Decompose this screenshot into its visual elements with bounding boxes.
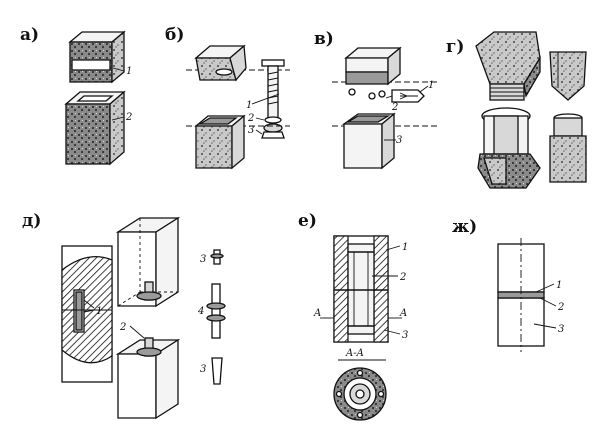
panel-a-callout-2: 2: [125, 112, 132, 123]
panel-d-callout-4: 4: [197, 306, 204, 317]
panel-d: д) 1 2: [22, 211, 226, 420]
panel-e-callout-3: 3: [402, 330, 408, 341]
panel-a-lower-block: [64, 90, 126, 166]
panel-e-cross-section: [333, 367, 387, 421]
panel-a-callout-1: 1: [126, 66, 132, 77]
panel-e-column-section: [333, 235, 389, 343]
panel-v-dowel: [391, 89, 425, 103]
panel-g-label: г): [446, 37, 464, 57]
panel-e-callout-1: 1: [402, 242, 408, 253]
panel-d-dowel-parts: [206, 249, 226, 385]
panel-e: е) A A 1 2 3 A-A: [298, 211, 408, 421]
panel-d-callout-1: 1: [96, 306, 102, 317]
panel-e-label: е): [298, 211, 317, 231]
panel-b-callout-1: 1: [246, 100, 252, 111]
panel-d-callout-3b: 3: [200, 364, 206, 375]
panel-g-right-lower: [549, 113, 587, 183]
panel-g-right-upper: [549, 51, 587, 101]
panel-b: б) 1 2: [165, 25, 290, 170]
panel-a-label: а): [20, 25, 39, 45]
panel-g-upper-column: [475, 31, 541, 101]
panel-v-callout-1: 1: [428, 80, 434, 91]
panel-v-upper-block: [344, 46, 402, 100]
panel-d-label: д): [22, 211, 41, 231]
panel-e-section-title: A-A: [345, 348, 364, 359]
panel-b-upper-block: [194, 44, 247, 82]
panel-d-lower-block: [115, 337, 181, 420]
panel-zh-column: [497, 238, 545, 352]
panel-b-callout-3: 3: [248, 125, 254, 136]
panel-d-upper-block: [115, 216, 181, 308]
panel-zh: ж) 1 2 3: [452, 217, 564, 352]
panel-v-callout-3: 3: [396, 135, 402, 146]
panel-b-callout-2: 2: [247, 113, 254, 124]
panel-e-section-mark-right: A: [399, 308, 407, 319]
panel-v: в) 1 2 3: [314, 29, 440, 170]
panel-b-lower-block: [194, 114, 246, 170]
panel-a-leader-2: [111, 116, 125, 121]
panel-g-lower-column: [477, 107, 541, 189]
panel-g: г): [446, 31, 587, 189]
panel-zh-label: ж): [452, 217, 477, 237]
panel-b-bolt: [261, 59, 285, 139]
panel-d-callout-2: 2: [119, 322, 126, 333]
panel-a-upper-block: [68, 30, 126, 84]
panel-v-label: в): [314, 29, 334, 49]
panel-zh-callout-1: 1: [556, 280, 562, 291]
panel-e-callout-2: 2: [399, 272, 406, 283]
panel-d-section: [61, 245, 113, 383]
panel-v-lower-block: [341, 112, 396, 170]
panel-e-section-mark-left: A: [313, 308, 321, 319]
panel-zh-callout-3: 3: [558, 324, 564, 335]
panel-b-label: б): [165, 25, 184, 45]
panel-zh-callout-2: 2: [557, 302, 564, 313]
panel-a-leader-1: [112, 67, 125, 72]
panel-a: а) 1 2: [20, 25, 132, 166]
panel-d-callout-3a: 3: [200, 254, 206, 265]
panel-v-callout-2: 2: [391, 102, 398, 113]
